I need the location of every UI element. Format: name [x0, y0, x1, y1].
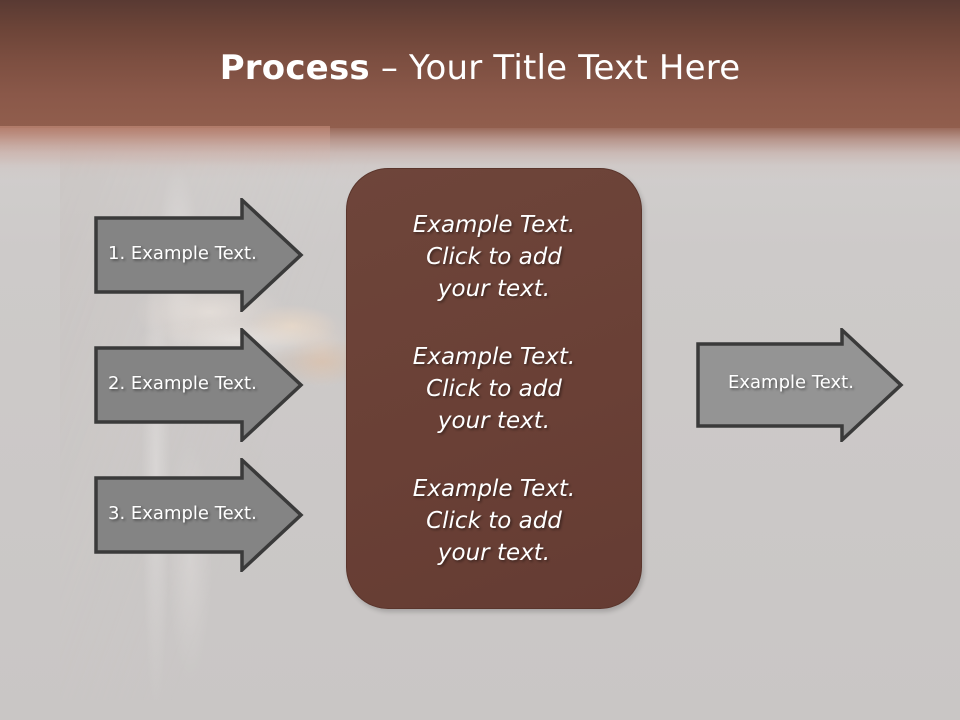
page-title: Process – Your Title Text Here [0, 46, 960, 90]
center-box-paragraph-2: Example Text. Click to add your text. [412, 343, 576, 434]
process-arrow-1[interactable]: 1. Example Text. [94, 198, 304, 312]
arrow-right-icon [94, 458, 304, 572]
output-arrow[interactable]: Example Text. [696, 328, 904, 442]
header-fade-warm [0, 126, 330, 170]
background-photo-lower [130, 420, 300, 710]
output-arrow-label: Example Text. [728, 372, 854, 393]
process-arrow-3-label: 3. Example Text. [108, 503, 257, 524]
center-box-paragraph-1: Example Text. Click to add your text. [412, 211, 576, 302]
center-box-paragraph-3: Example Text. Click to add your text. [412, 475, 576, 566]
process-arrow-1-label: 1. Example Text. [108, 243, 257, 264]
arrow-right-icon [94, 328, 304, 442]
process-arrow-3[interactable]: 3. Example Text. [94, 458, 304, 572]
process-arrow-2[interactable]: 2. Example Text. [94, 328, 304, 442]
title-bold-part: Process [219, 48, 370, 88]
arrow-right-icon [696, 328, 904, 442]
process-arrow-2-label: 2. Example Text. [108, 373, 257, 394]
arrow-right-icon [94, 198, 304, 312]
center-content-box[interactable]: Example Text. Click to add your text. Ex… [346, 168, 642, 609]
header-band [0, 0, 960, 128]
title-rest-part: – Your Title Text Here [369, 48, 741, 88]
